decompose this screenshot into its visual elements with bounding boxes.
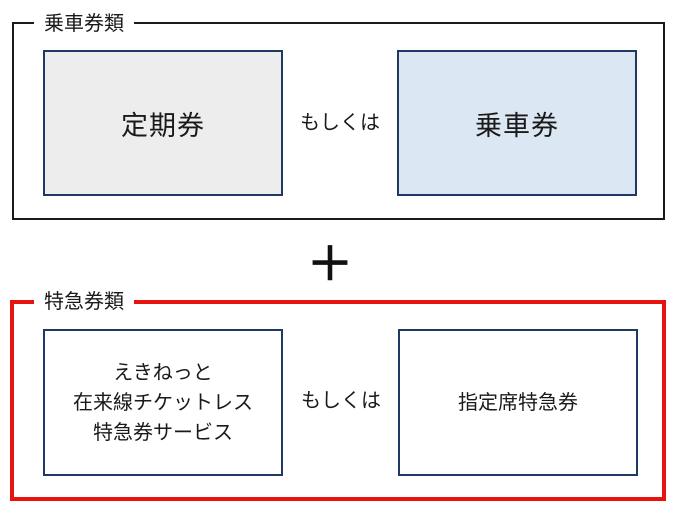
commuter-pass-box: 定期券	[43, 50, 283, 196]
plus-connector: ＋	[307, 238, 353, 290]
ekinet-line-2: 在来線チケットレス	[73, 391, 253, 414]
ekinet-ticketless-label: えきねっと 在来線チケットレス 特急券サービス	[73, 358, 253, 448]
fare-ticket-group-frame: 乗車券類 定期券 もしくは 乗車券	[12, 11, 665, 220]
reserved-seat-express-box: 指定席特急券	[398, 329, 638, 476]
reserved-seat-express-label: 指定席特急券	[458, 391, 578, 414]
express-ticket-group-label: 特急券類	[34, 289, 134, 315]
express-ticket-group-frame: 特急券類 えきねっと 在来線チケットレス 特急券サービス もしくは 指定席特急券	[10, 289, 666, 501]
ekinet-line-1: えきねっと	[113, 361, 213, 384]
ekinet-line-3: 特急券サービス	[93, 421, 233, 444]
base-fare-ticket-label: 乗車券	[475, 110, 559, 141]
commuter-pass-label: 定期券	[121, 110, 205, 141]
fare-or-connector-text: もしくは	[300, 112, 380, 134]
ekinet-ticketless-box: えきねっと 在来線チケットレス 特急券サービス	[43, 329, 283, 476]
fare-ticket-group-label: 乗車券類	[34, 11, 134, 37]
base-fare-ticket-box: 乗車券	[397, 50, 637, 196]
express-or-connector-text: もしくは	[301, 390, 381, 412]
